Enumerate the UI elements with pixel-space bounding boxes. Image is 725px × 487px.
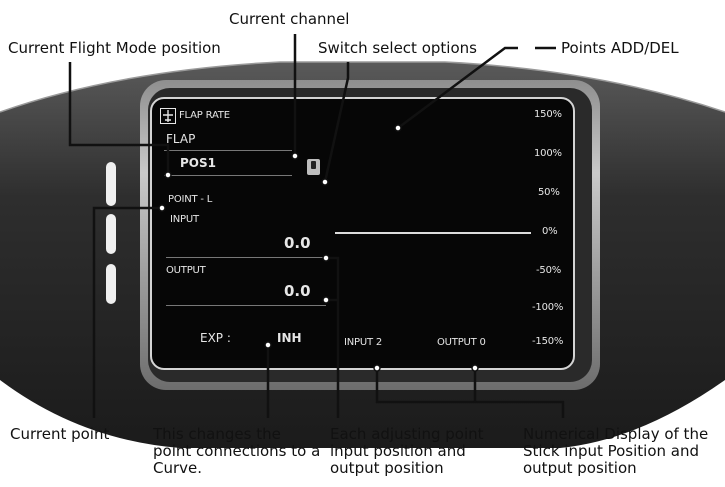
curve-graph[interactable] bbox=[335, 109, 531, 334]
output-readout: OUTPUT 0 bbox=[437, 337, 486, 348]
callout-curve: This changes the point connections to a … bbox=[153, 425, 321, 477]
y-tick: -150% bbox=[532, 336, 564, 347]
channel-underline bbox=[164, 150, 292, 151]
point-label[interactable]: POINT - L bbox=[168, 194, 213, 205]
y-tick: 50% bbox=[538, 187, 560, 198]
callout-numerical-display: Numerical Display of the Stick input Pos… bbox=[523, 425, 709, 477]
callout-switch-select: Switch select options bbox=[318, 39, 477, 57]
callout-flight-mode: Current Flight Mode position bbox=[8, 39, 221, 57]
curve-line bbox=[335, 232, 531, 234]
switch-icon[interactable] bbox=[307, 159, 320, 175]
input-value[interactable]: 0.0 bbox=[284, 234, 311, 252]
y-tick: -100% bbox=[532, 302, 564, 313]
side-slot-middle bbox=[106, 214, 116, 254]
callout-adjust-point: Each adjusting point input position and … bbox=[330, 425, 484, 477]
airplane-icon bbox=[160, 108, 176, 124]
output-label: OUTPUT bbox=[166, 265, 206, 276]
channel-label[interactable]: FLAP bbox=[166, 132, 196, 146]
callout-points-add-del: Points ADD/DEL bbox=[561, 39, 679, 57]
input-readout: INPUT 2 bbox=[344, 337, 383, 348]
mode-underline bbox=[164, 175, 292, 176]
exp-label: EXP : bbox=[200, 331, 231, 345]
side-slot-bottom bbox=[106, 264, 116, 304]
exp-value[interactable]: INH bbox=[277, 331, 302, 345]
y-tick: 150% bbox=[534, 109, 562, 120]
side-slot-top bbox=[106, 162, 116, 206]
lcd-screen: FLAP RATE FLAP POS1 POINT - L INPUT 0.0 … bbox=[150, 97, 575, 370]
callout-current-point: Current point bbox=[10, 425, 110, 443]
mode-position[interactable]: POS1 bbox=[180, 156, 216, 170]
y-tick: 0% bbox=[542, 226, 558, 237]
output-value[interactable]: 0.0 bbox=[284, 282, 311, 300]
y-tick: -50% bbox=[536, 265, 562, 276]
screen-title: FLAP RATE bbox=[179, 110, 230, 121]
callout-current-channel: Current channel bbox=[229, 10, 350, 28]
y-tick: 100% bbox=[534, 148, 562, 159]
input-underline bbox=[166, 257, 326, 258]
output-underline bbox=[166, 305, 326, 306]
input-label: INPUT bbox=[170, 214, 199, 225]
